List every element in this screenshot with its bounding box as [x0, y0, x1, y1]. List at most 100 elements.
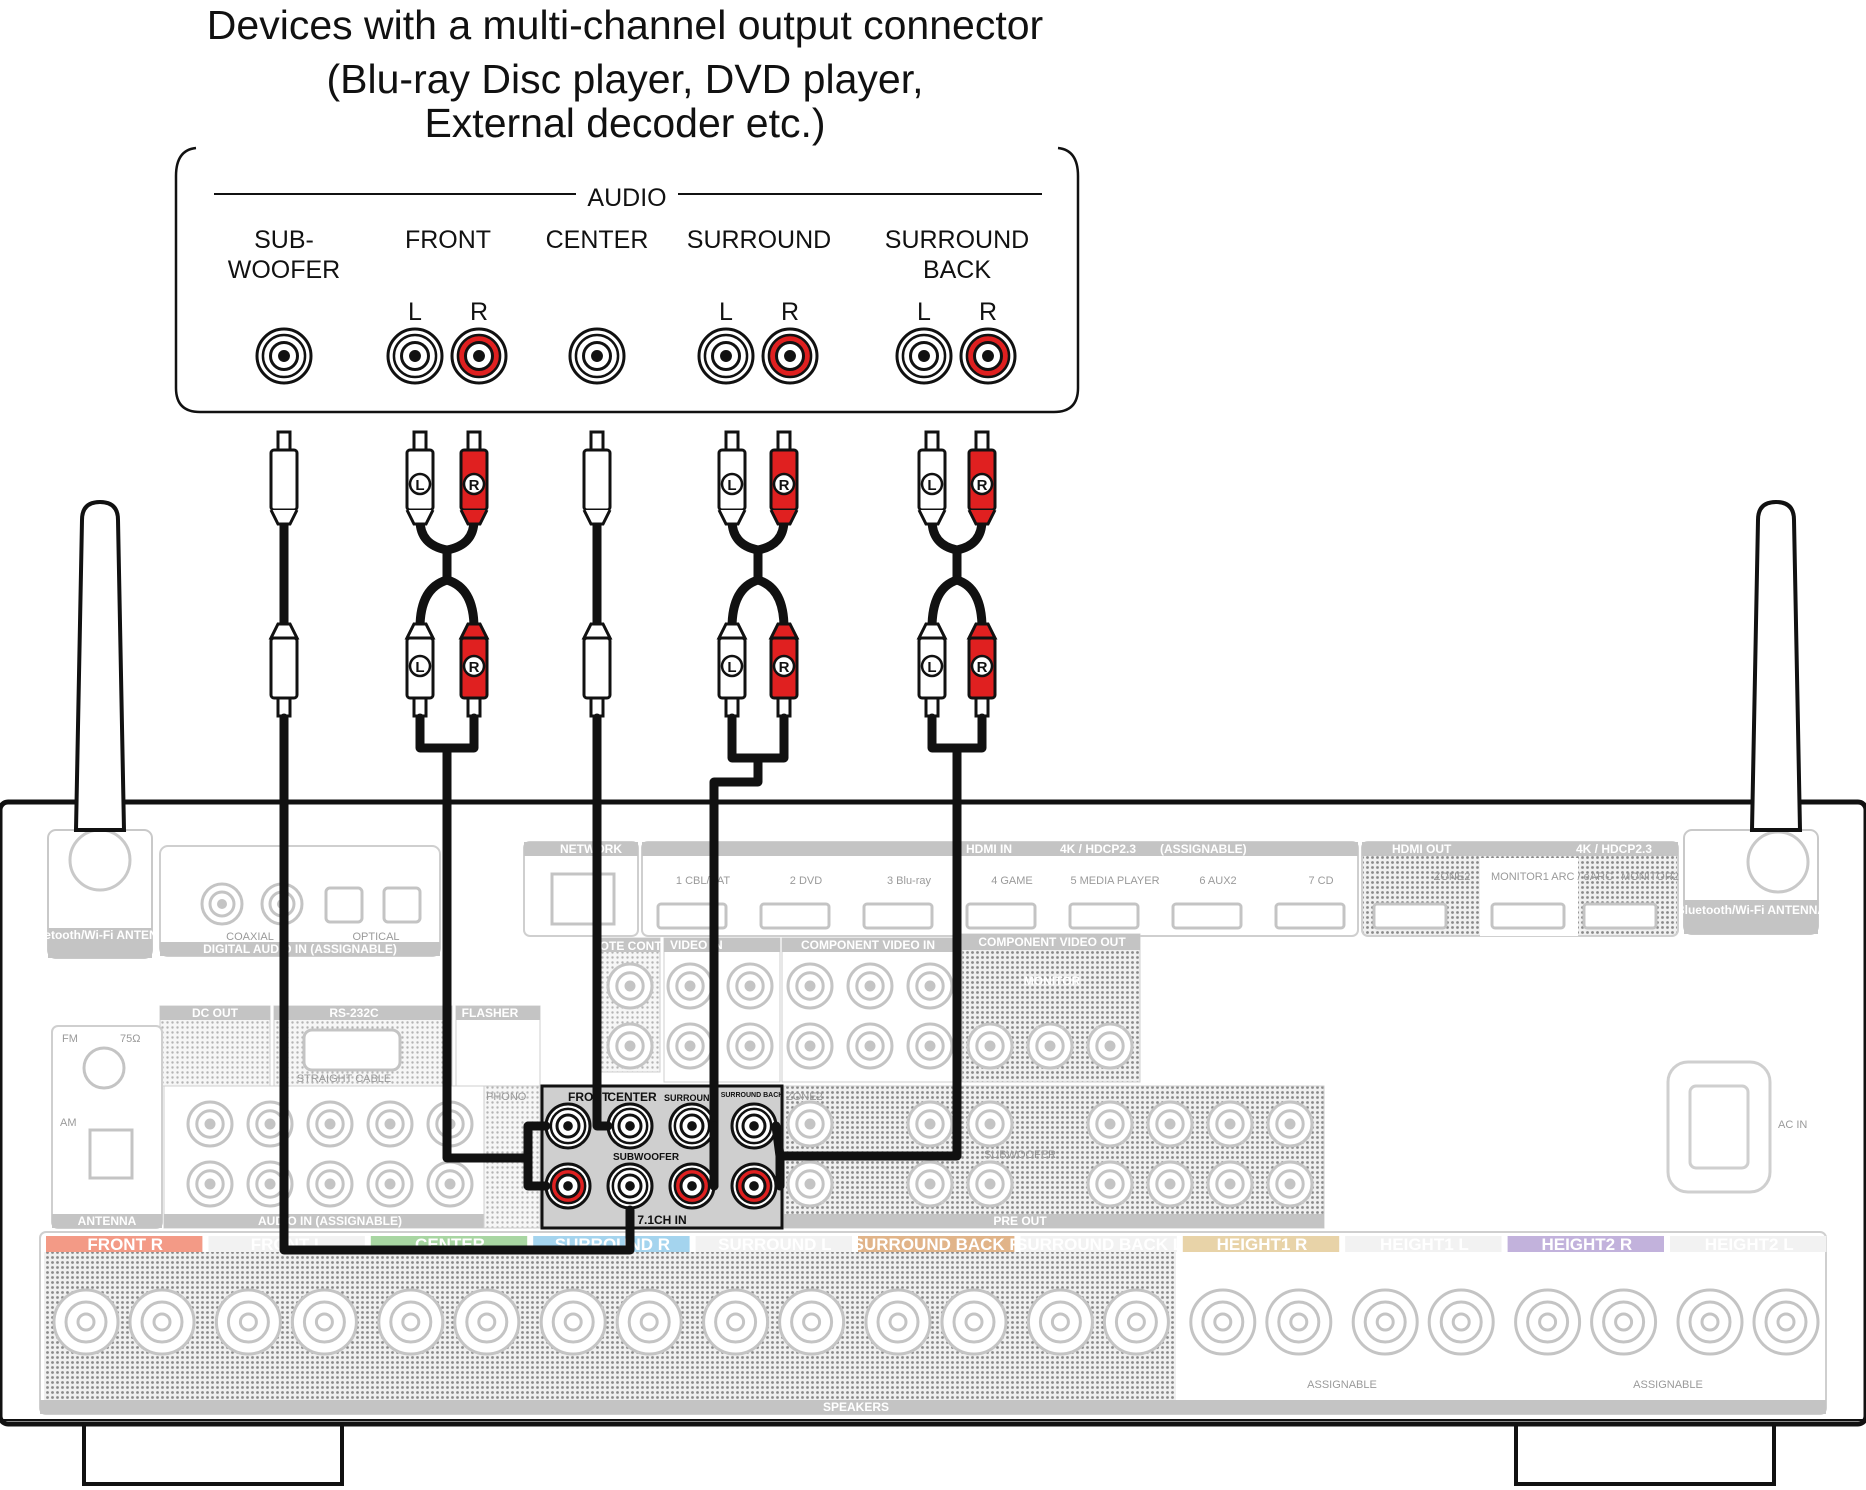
speaker-terminal-pair: HEIGHT1 L	[1345, 1235, 1502, 1254]
zone2-pre-label: ZONE2	[786, 1091, 823, 1103]
rca-plug-letter: L	[927, 659, 936, 676]
pre-out-jack	[786, 1160, 834, 1208]
hdmi-in-assignable-label: (ASSIGNABLE)	[1160, 842, 1247, 856]
subwoofer-label-1: SUB-	[254, 226, 314, 254]
speaker-terminal-pair: SURROUND BACK R	[853, 1235, 1022, 1254]
pre-out-jack	[906, 1100, 954, 1148]
rca-plug	[582, 430, 612, 526]
ch71-subwoofer-label: SUBWOOFER	[613, 1152, 680, 1163]
speaker-band-label: SURROUND L	[718, 1235, 831, 1254]
center-label: CENTER	[546, 226, 649, 254]
coaxial-jack	[200, 882, 244, 926]
subwoofer-label-2: WOOFER	[228, 256, 341, 284]
hdmi-in-port-label: 3 Blu-ray	[887, 875, 932, 887]
antenna-label: ANTENNA	[78, 1214, 137, 1228]
src-jack-surround-r	[761, 327, 819, 385]
speaker-band-label: HEIGHT1 L	[1380, 1235, 1469, 1254]
ch71-jack-surround-back-r	[730, 1162, 778, 1210]
ac-in-label: AC IN	[1778, 1119, 1807, 1131]
pre-subwoofer-label: SUBWOOFER	[984, 1149, 1056, 1161]
speaker-post	[214, 1288, 282, 1356]
speaker-post	[864, 1288, 932, 1356]
speakers-label: SPEAKERS	[823, 1400, 889, 1414]
hdmi-in-port-label: 4 GAME	[991, 875, 1033, 887]
surround-label: SURROUND	[687, 226, 831, 254]
video-jack	[726, 1022, 774, 1070]
surround-back-l-route	[771, 743, 962, 1161]
surround-back-l-label: L	[917, 298, 931, 326]
bt-antenna-right-label: Bluetooth/Wi-Fi ANTENNA	[1676, 903, 1826, 917]
speaker-band-label: HEIGHT2 L	[1705, 1235, 1794, 1254]
speakers-assignable-1: ASSIGNABLE	[1307, 1379, 1377, 1391]
speaker-post	[778, 1288, 846, 1356]
video-jack	[906, 962, 954, 1010]
rca-plug-l: L	[405, 430, 435, 526]
fm-label: FM	[62, 1033, 78, 1045]
speaker-post	[1102, 1288, 1170, 1356]
front-cable-lower-split	[415, 575, 479, 633]
pre-out-jack	[1086, 1160, 1134, 1208]
speaker-post	[702, 1288, 770, 1356]
audio-in-jack-l	[306, 1100, 354, 1148]
hdmi-in-port: 2 DVD	[759, 875, 831, 930]
video-jack	[666, 962, 714, 1010]
dc-out-label: DC OUT	[192, 1006, 239, 1020]
speaker-post	[1026, 1288, 1094, 1356]
flasher-label: FLASHER	[462, 1006, 519, 1020]
right-wifi-antenna	[1749, 499, 1803, 832]
audio-in-jack-r	[426, 1160, 474, 1208]
rca-plug-r: R	[768, 622, 800, 718]
hdmi-in-port-label: 1 CBL/SAT	[676, 875, 730, 887]
speaker-band-label: HEIGHT1 R	[1217, 1235, 1308, 1254]
pre-out-jack	[1086, 1100, 1134, 1148]
speaker-post	[52, 1288, 120, 1356]
speakers-assignable-2: ASSIGNABLE	[1633, 1379, 1703, 1391]
ch71-surround-back-label: SURROUND BACK	[721, 1092, 784, 1099]
component-in-label: COMPONENT VIDEO IN	[801, 938, 935, 952]
rca-plug	[581, 622, 613, 718]
pre-out-jack	[1206, 1100, 1254, 1148]
rca-plug	[269, 430, 299, 526]
pre-out-jack	[1146, 1100, 1194, 1148]
surround-back-cable-lower-split	[927, 575, 987, 633]
pre-out-subwoofer-jack	[966, 1160, 1014, 1208]
component-out-label: COMPONENT VIDEO OUT	[978, 935, 1126, 949]
rca-plug-letter: R	[469, 659, 480, 676]
am-label: AM	[60, 1117, 77, 1129]
ch71-center-label: CENTER	[607, 1090, 657, 1104]
hdmi-out-port	[1582, 902, 1658, 930]
speaker-terminal-pair: SURROUND L	[695, 1235, 852, 1254]
speaker-post	[539, 1288, 607, 1356]
pre-out-label: PRE OUT	[993, 1214, 1047, 1228]
optical-label: OPTICAL	[352, 931, 399, 943]
rca-plug-letter: R	[469, 477, 480, 494]
rca-plug-letter: L	[727, 659, 736, 676]
rca-plug-r: R	[459, 430, 489, 526]
ch71-jack-surround-back-l	[730, 1102, 778, 1150]
rs232c-label: RS-232C	[329, 1006, 379, 1020]
pre-out-jack	[1266, 1160, 1314, 1208]
monitor-label: MONITOR	[1024, 974, 1081, 988]
monitor1-label: MONITOR1 ARC / eARC	[1491, 871, 1613, 883]
straight-cable-label: STRAIGHT CABLE	[297, 1073, 392, 1085]
video-jack	[606, 1022, 654, 1070]
video-jack	[786, 1022, 834, 1070]
rca-plug-l: L	[717, 430, 747, 526]
src-jack-surround-back-r	[959, 327, 1017, 385]
rca-plug-l: L	[716, 622, 748, 718]
front-r-label: R	[470, 298, 488, 326]
speaker-band-label: HEIGHT2 R	[1541, 1235, 1632, 1254]
center-route	[592, 713, 613, 1131]
bt-antenna-left-label: Bluetooth/Wi-Fi ANTENNA	[25, 928, 175, 942]
hdmi-in-port: 7 CD	[1274, 875, 1346, 930]
rca-plug-r: R	[966, 622, 998, 718]
video-jack	[1026, 1022, 1074, 1070]
ch71-in-panel: FRONT CENTER SURROUND SURROUND BACK SUBW…	[540, 1084, 784, 1230]
audio-in-jack-r	[306, 1160, 354, 1208]
speaker-post	[377, 1288, 445, 1356]
pre-out-jack	[1266, 1100, 1314, 1148]
speaker-band-label: SURROUND BACK L	[1016, 1235, 1183, 1254]
rca-plug-letter: R	[779, 477, 790, 494]
hdmi-in-port-label: 7 CD	[1308, 875, 1333, 887]
